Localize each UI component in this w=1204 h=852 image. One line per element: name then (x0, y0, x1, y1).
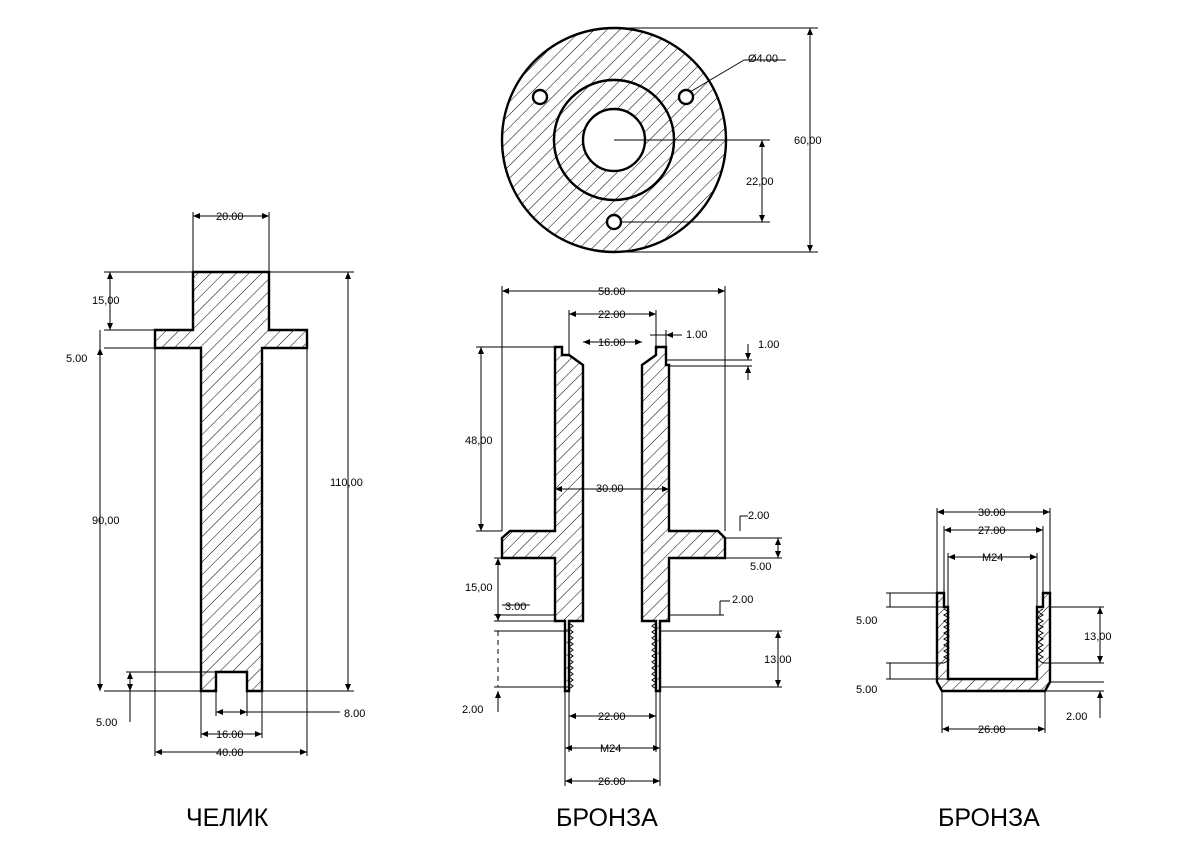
sleeve-upper-height-label: 48,00 (465, 435, 493, 447)
sleeve-top-step-label: 1.00 (686, 329, 707, 341)
shaft-view: 20.00 15,00 5.00 90,00 110,00 5.00 8.00 … (66, 211, 365, 832)
sleeve-thread-label: M24 (600, 743, 621, 755)
shaft-body-width-label: 16.00 (216, 729, 244, 741)
cap-thread-left (943, 608, 950, 664)
cap-thread-length-label: 13,00 (1084, 631, 1112, 643)
sleeve-flange-thickness-label: 5.00 (750, 561, 771, 573)
disc-bolt-hole-2 (677, 88, 695, 106)
title-bronze-sleeve: БРОНЗА (556, 804, 658, 832)
sleeve-bottom-chamfer-label: 2.00 (462, 704, 483, 716)
sleeve-right-step-label: 1.00 (758, 339, 779, 351)
disc-bolt-offset-label: 22,00 (746, 176, 774, 188)
disc-bolt-hole-1 (531, 88, 549, 106)
disc-outer-dia-label: 60,00 (794, 135, 822, 147)
sleeve-right-wall (640, 345, 727, 693)
disc-view: Ø4.00 60,00 22,00 (500, 26, 822, 254)
sleeve-bottom-inner-label: 22.00 (598, 711, 626, 723)
shaft-slot-width-label: 8.00 (344, 708, 365, 720)
shaft-body-height-label: 90,00 (92, 515, 120, 527)
sleeve-overall-width-label: 58.00 (598, 286, 626, 298)
sleeve-thread-length-label: 13,00 (764, 654, 792, 666)
shaft-body (153, 270, 309, 693)
cap-bottom-thickness-label: 5.00 (856, 684, 877, 696)
sleeve-flange-chamfer-label: 2.00 (748, 510, 769, 522)
sleeve-lower-height-label: 15,00 (465, 582, 493, 594)
sleeve-thread-step-label: 3.00 (505, 601, 526, 613)
shaft-flange-width-label: 40.00 (216, 747, 244, 759)
cap-outer-width-label: 30.00 (978, 507, 1006, 519)
shaft-total-height-label: 110,00 (330, 477, 363, 489)
title-steel: ЧЕЛИК (186, 804, 269, 832)
disc-hole-dia-label: Ø4.00 (748, 53, 778, 65)
sleeve-thread-right (651, 622, 657, 690)
disc-bolt-hole-3 (605, 213, 623, 231)
sleeve-inner-width-label: 16.00 (598, 337, 626, 349)
cap-inner-width-label: 27.00 (978, 525, 1006, 537)
title-bronze-cap: БРОНЗА (938, 804, 1040, 832)
cap-top-height-label: 5.00 (856, 615, 877, 627)
sleeve-view: 58.00 22.00 1.00 16.00 1.00 48,00 30.00 … (462, 286, 792, 832)
shaft-top-width-label: 20.00 (216, 211, 244, 223)
sleeve-top-gap-label: 22.00 (598, 309, 626, 321)
cap-view: 30.00 27.00 M24 5.00 13,00 5.00 2.00 26.… (856, 507, 1112, 832)
sleeve-thread-left (568, 622, 574, 690)
shaft-top-height-label: 15,00 (92, 295, 120, 307)
sleeve-thread-step-right-label: 2.00 (732, 594, 753, 606)
cap-chamfer-label: 2.00 (1066, 711, 1087, 723)
sleeve-mid-width-label: 30.00 (596, 483, 624, 495)
sleeve-bottom-outer-label: 26.00 (598, 776, 626, 788)
cap-thread-right (1037, 608, 1044, 664)
shaft-flange-thickness-label: 5.00 (66, 353, 87, 365)
cap-bottom-width-label: 26.00 (978, 724, 1006, 736)
cap-thread-label: M24 (982, 552, 1003, 564)
cap-body (935, 591, 1052, 693)
shaft-slot-depth-label: 5.00 (96, 717, 117, 729)
